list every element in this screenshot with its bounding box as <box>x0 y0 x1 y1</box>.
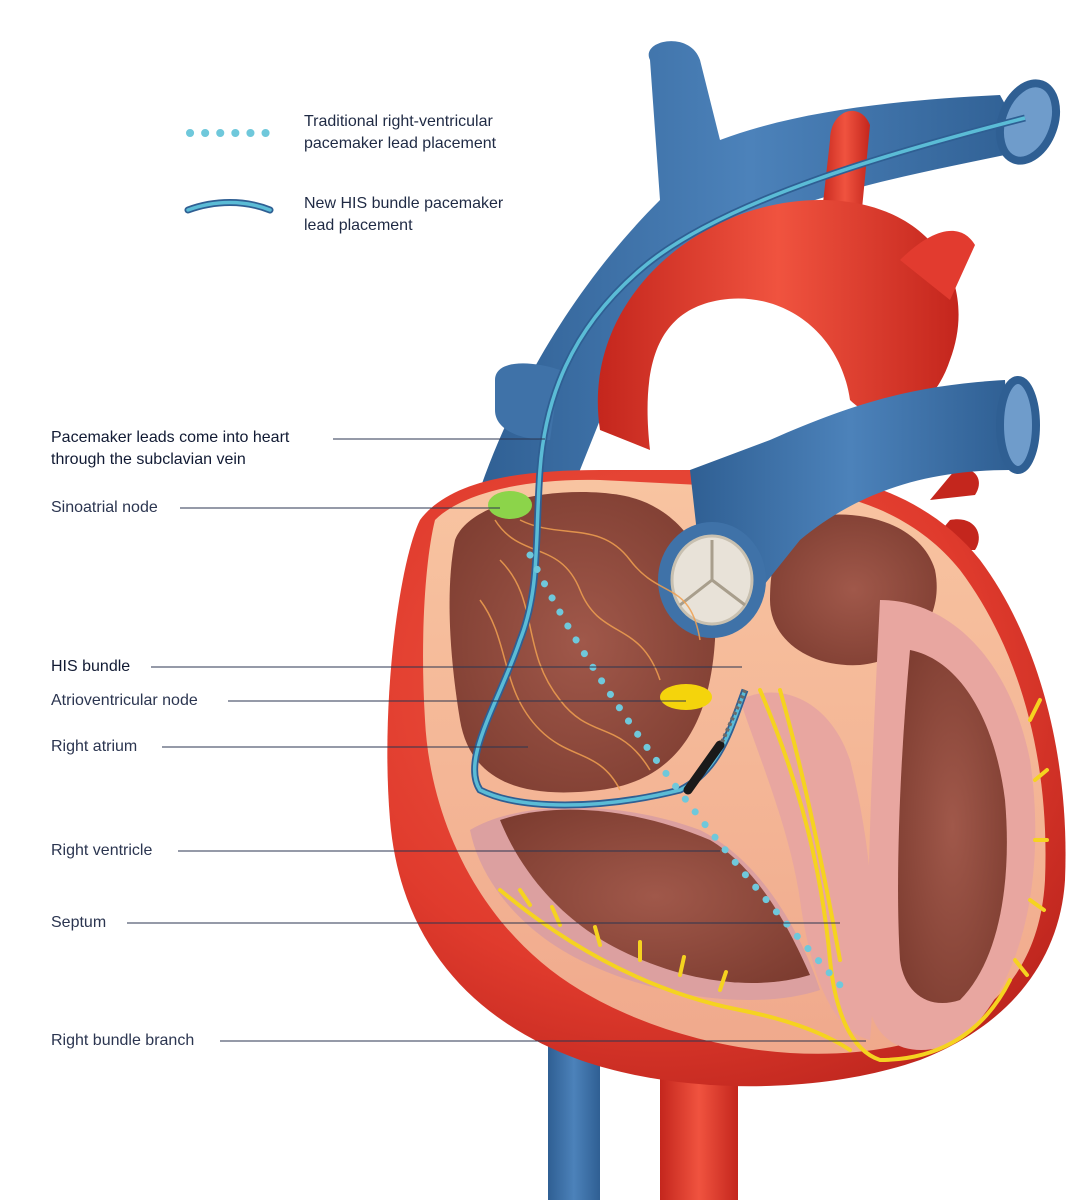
legend-traditional: Traditional right-ventricular pacemaker … <box>304 111 496 155</box>
legend-traditional-line2: pacemaker lead placement <box>304 135 497 152</box>
label-av-node: Atrioventricular node <box>51 692 198 709</box>
legend-traditional-line1: Traditional right-ventricular <box>304 113 493 130</box>
label-right-ventricle: Right ventricle <box>51 842 153 859</box>
sinoatrial-node-shape <box>488 491 532 519</box>
av-node-shape <box>660 684 712 710</box>
leader-lines <box>127 438 866 1042</box>
right-atrium-chamber <box>449 492 716 793</box>
label-subclavian: Pacemaker leads come into heart through … <box>51 427 289 471</box>
brachiocephalic-vein <box>470 41 1030 520</box>
pulmonary-opening <box>996 376 1040 474</box>
legend-his-line1: New HIS bundle pacemaker <box>304 195 504 212</box>
his-lead <box>471 114 1026 809</box>
left-carotid-artery <box>900 230 975 300</box>
label-septum: Septum <box>51 914 107 931</box>
conduction-system <box>498 688 1049 1063</box>
legend-markers <box>184 129 274 214</box>
label-subclavian-line1: Pacemaker leads come into heart <box>51 429 290 446</box>
vein-opening <box>995 79 1061 165</box>
pulmonary-trunk <box>658 376 1040 638</box>
legend-solid-marker <box>186 200 272 212</box>
legend-his-line2: lead placement <box>304 217 413 234</box>
label-right-bundle-branch: Right bundle branch <box>51 1032 195 1049</box>
traditional-lead <box>526 551 844 989</box>
pulmonary-artery-branch-1 <box>930 469 979 500</box>
pulmonary-trunk-tube <box>690 380 1010 590</box>
atrial-fibers <box>479 519 701 791</box>
label-subclavian-line2: through the subclavian vein <box>51 451 246 468</box>
label-his-bundle: HIS bundle <box>51 658 131 675</box>
right-ventricle-chamber <box>500 809 810 983</box>
left-ventricle-chamber <box>898 650 1007 1004</box>
legend-his: New HIS bundle pacemaker lead placement <box>304 193 503 237</box>
label-right-atrium: Right atrium <box>51 738 138 755</box>
aortic-arch <box>597 200 959 450</box>
label-sinoatrial-node: Sinoatrial node <box>51 499 158 516</box>
